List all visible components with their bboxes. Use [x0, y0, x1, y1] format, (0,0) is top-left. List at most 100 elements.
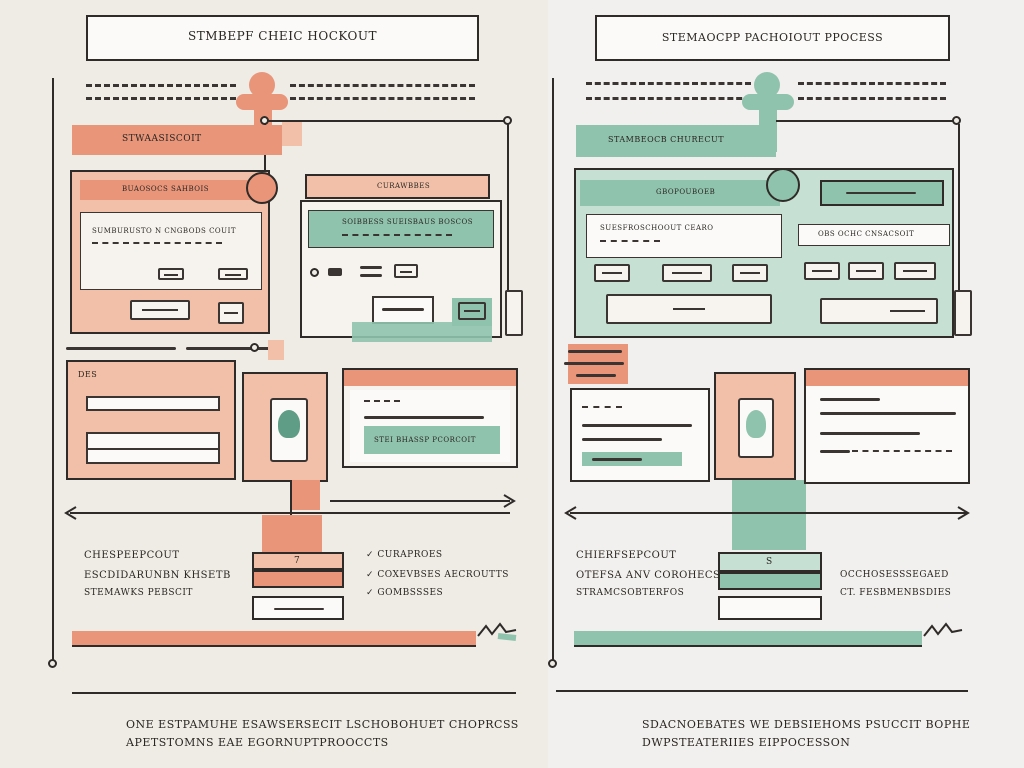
left-card-button-a[interactable]: [158, 268, 184, 280]
right-panel-header: OBS OCHC CNSACSOIT: [818, 230, 915, 238]
left-step-1-label: 7: [294, 556, 301, 566]
left-legend-3: STEMAWKS PEBSCIT: [84, 588, 193, 598]
left-title: STMBEPF CHEIC HOCKOUT: [187, 29, 378, 43]
right-phone-drop: [732, 480, 806, 550]
left-title-box: STMBEPF CHEIC HOCKOUT: [86, 15, 479, 61]
left-card-button-c[interactable]: [130, 300, 190, 320]
right-footer-1: SDACNOEBATES WE DEBSIEHOMS PSUCCIT BOPHE: [642, 718, 971, 731]
left-form: DES: [66, 360, 236, 480]
left-footer-1: ONE ESTPAMUHE ESAWSERSECIT LSCHOBOHUET C…: [126, 718, 519, 731]
right-banner: STAMBEOCB CHURECUT: [576, 125, 776, 157]
right-rail: [552, 78, 554, 664]
left-phone-drop: [290, 480, 320, 510]
right-legend-1: CHIERFSEPCOUT: [576, 550, 677, 561]
right-rule-1: [586, 82, 751, 85]
right-step-note-1: OCCHOSESSSEGAED: [840, 570, 949, 580]
left-form-input-a[interactable]: [86, 396, 220, 411]
left-phone-frame: [242, 372, 328, 482]
left-timeline-arrow: [503, 494, 516, 508]
right-step-3[interactable]: [718, 596, 822, 620]
left-panel-shadow: [352, 322, 492, 342]
left-rail-node: [48, 659, 57, 668]
zigzag-icon: [477, 622, 517, 641]
left-panel-cylinder: [505, 290, 523, 336]
left-step-note-2: ✓ COXEVBSES AECROUTTS: [366, 570, 509, 580]
left-banner: STWAASISCOIT: [72, 125, 282, 155]
right-rule-3: [586, 97, 751, 100]
right-rule-2: [798, 82, 946, 85]
right-phone-frame: [714, 372, 796, 480]
right-list-card: [570, 388, 710, 482]
left-card-header: BUAOSOCS SAHBOIS: [122, 185, 210, 193]
left-step-note-3: ✓ GOMBSSSES: [366, 588, 444, 598]
right-timeline-arrow: [957, 506, 970, 520]
left-phone-stem: [290, 480, 292, 516]
right-legend-2: OTEFSA ANV COROHECSS: [576, 570, 728, 581]
right-footer-2: DWPSTEATERIIES EIPPOCESSON: [642, 736, 851, 749]
left-step-3[interactable]: [252, 596, 344, 620]
right-timeline: [570, 512, 966, 514]
left-rail: [52, 78, 54, 664]
left-rule-2: [290, 84, 475, 87]
left-mid-rule-b: [186, 347, 278, 350]
right-doc-card: [804, 368, 970, 484]
right-rail-node: [548, 659, 557, 668]
left-panel-button-a[interactable]: [394, 264, 418, 278]
left-mid-glow: [268, 340, 284, 360]
right-step-2[interactable]: [718, 572, 822, 590]
right-medallion-icon: [766, 168, 800, 202]
left-summary: STEI BHASSP PCORCOIT: [342, 368, 518, 468]
left-step-note-1: ✓ CURAPROES: [366, 550, 443, 560]
left-card-button-d[interactable]: [218, 302, 244, 324]
left-panel-tab: CURAWBBES: [305, 174, 490, 199]
left-medallion-icon: [246, 172, 278, 204]
left-form-label: DES: [78, 370, 98, 379]
left-rule-1: [86, 84, 236, 87]
right-connector-node: [952, 116, 961, 125]
right-zigzag-icon: [923, 622, 963, 637]
right-step-1-label: S: [766, 557, 773, 567]
right-rule-4: [798, 97, 946, 100]
left-panel-header: CURAWBBES: [377, 182, 431, 190]
right-step-1[interactable]: S: [718, 552, 822, 572]
left-legend-2: ESCDIDARUNBN KHSETB: [84, 570, 231, 581]
right-connector-top: [776, 120, 956, 122]
left-summary-label: STEI BHASSP PCORCOIT: [374, 436, 476, 444]
left-panel: STMBEPF CHEIC HOCKOUT STWAASISCOIT BUAOS…: [48, 15, 523, 749]
left-rule-3: [86, 97, 236, 100]
left-connector-top: [266, 120, 509, 122]
left-step-2[interactable]: [252, 570, 344, 588]
left-panel-button-b[interactable]: [458, 302, 486, 320]
left-banner-tail: [282, 122, 302, 146]
left-banner-label: STWAASISCOIT: [122, 134, 202, 144]
right-footer-rule: [556, 690, 968, 692]
left-rule-4: [290, 97, 475, 100]
right-board: GBOPOUBOEB SUESFROSCHOOUT CEARO OBS OCHC…: [574, 168, 954, 338]
left-step-1[interactable]: 7: [252, 552, 344, 570]
left-footer-rule: [72, 692, 516, 694]
right-cylinder: [954, 290, 972, 336]
left-timeline: [70, 512, 510, 514]
right-title-box: STEMAOCPP PACHOIOUT PPOCESS: [595, 15, 950, 61]
left-footer-2: APETSTOMNS EAE EGORNUPTPROOCCTS: [126, 736, 389, 749]
right-card-sub: SUESFROSCHOOUT CEARO: [600, 224, 714, 232]
left-card-sub: SUMBURUSTO N CNGBODS COUIT: [92, 227, 237, 235]
avatar-icon: [278, 410, 300, 438]
left-mid-rule-a: [66, 347, 176, 350]
right-timeline-arrow-l: [564, 506, 577, 520]
left-progress: [72, 631, 476, 647]
right-card-header: GBOPOUBOEB: [656, 188, 716, 196]
right-progress: [574, 631, 922, 647]
left-card-button-b[interactable]: [218, 268, 248, 280]
right-step-note-2: CT. FESBMENBSDIES: [840, 588, 952, 598]
left-timeline-arrow-l: [64, 506, 77, 520]
left-connector-down: [507, 124, 509, 294]
right-connector-down: [958, 124, 960, 294]
right-panel: STEMAOCPP PACHOIOUT PPOCESS STAMBEOCB CH…: [548, 0, 1024, 768]
left-panel: SOIBBESS SUEISBAUS BOSCOS: [300, 200, 502, 338]
right-legend-3: STRAMCSOBTERFOS: [576, 588, 685, 598]
right-banner-label: STAMBEOCB CHURECUT: [608, 135, 725, 144]
right-title: STEMAOCPP PACHOIOUT PPOCESS: [661, 31, 884, 44]
left-panel-sub: SOIBBESS SUEISBAUS BOSCOS: [342, 218, 474, 226]
left-mid-node: [250, 343, 259, 352]
